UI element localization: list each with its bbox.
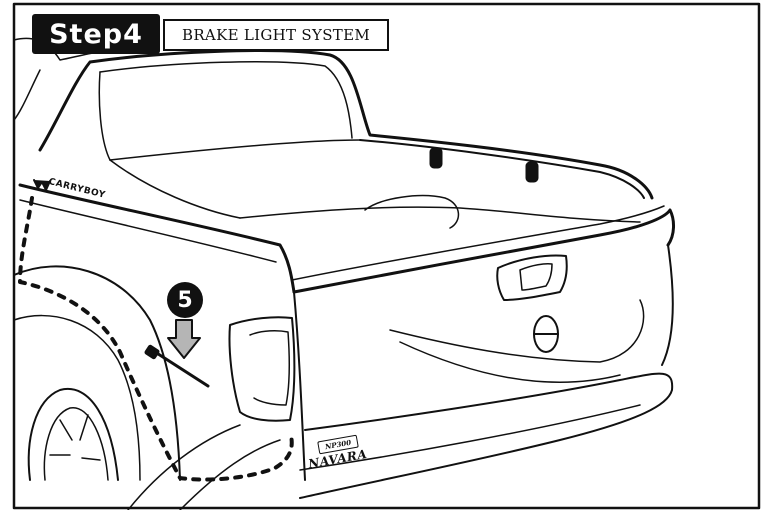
wheel-rim bbox=[43, 407, 109, 481]
tailgate-top-inner bbox=[291, 205, 665, 281]
wheel-tire bbox=[27, 387, 119, 481]
bed-floor-left bbox=[109, 159, 241, 219]
down-arrow-icon bbox=[167, 319, 201, 359]
carryboy-logo-icon bbox=[33, 179, 51, 191]
tailgate-handle bbox=[496, 254, 568, 301]
rollbar-outer bbox=[38, 49, 654, 200]
callout-circle: 5 bbox=[167, 282, 203, 318]
fender-flare bbox=[13, 265, 181, 481]
fender-flare-inner bbox=[13, 314, 141, 481]
bed-wheel-hump bbox=[364, 194, 460, 229]
outer-frame bbox=[12, 2, 761, 510]
tailgate-crease-lower bbox=[399, 341, 621, 383]
step-label: Step4 bbox=[49, 18, 143, 50]
rear-bumper bbox=[299, 372, 674, 499]
step-badge: Step4 bbox=[32, 14, 160, 54]
cable-tie-icon bbox=[144, 344, 210, 388]
callout-number: 5 bbox=[177, 287, 193, 313]
rollbar-hoop-inner bbox=[98, 71, 111, 161]
wire-route-dotted bbox=[18, 196, 294, 482]
tail-light bbox=[228, 316, 296, 422]
bed-side-panel bbox=[19, 199, 277, 263]
section-title-box: BRAKE LIGHT SYSTEM bbox=[163, 19, 389, 51]
bed-floor-line bbox=[239, 206, 641, 223]
tailgate-handle-inner bbox=[519, 263, 553, 291]
bed-side-top bbox=[18, 183, 296, 294]
wheel-spokes bbox=[49, 414, 101, 461]
wire-leader bbox=[127, 424, 281, 510]
tail-light-inner bbox=[249, 330, 291, 406]
rail-clip-right bbox=[525, 161, 539, 183]
tailgate-top bbox=[292, 208, 675, 294]
cab-pillar bbox=[13, 69, 41, 121]
tailgate-crease bbox=[389, 299, 645, 363]
rollbar-rail bbox=[359, 139, 645, 199]
bed-floor-front bbox=[109, 139, 361, 161]
rear-bumper-lower bbox=[299, 404, 641, 471]
tailgate-body bbox=[293, 244, 674, 481]
rollbar-inner bbox=[99, 60, 353, 139]
section-title: BRAKE LIGHT SYSTEM bbox=[182, 26, 370, 44]
rail-clip-left bbox=[429, 147, 443, 169]
